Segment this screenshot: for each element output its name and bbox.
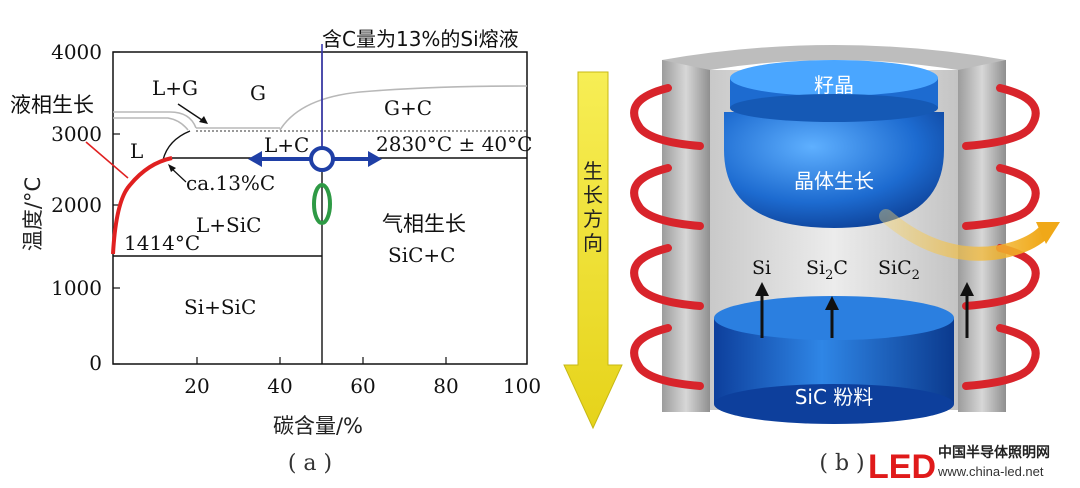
x-axis-ticks bbox=[196, 357, 447, 364]
y-tick-3000: 3000 bbox=[51, 122, 102, 146]
caption-b: ( b ) bbox=[819, 451, 864, 476]
y-tick-4000: 4000 bbox=[51, 40, 102, 64]
gas-boundaries bbox=[113, 85, 528, 131]
crucible-left-wall bbox=[662, 60, 710, 412]
l-g-arrowhead bbox=[199, 116, 208, 124]
x-tick-80: 80 bbox=[433, 374, 458, 398]
crucible-right-wall bbox=[958, 60, 1006, 412]
plot-frame bbox=[112, 51, 528, 365]
direction-char-4: 向 bbox=[583, 231, 603, 255]
phase-l-c: L+C bbox=[264, 133, 309, 157]
watermark-logo: LED bbox=[868, 448, 936, 486]
flow-arrow bbox=[879, 209, 1051, 261]
seed-label: 籽晶 bbox=[814, 73, 854, 97]
crucible-rim bbox=[662, 45, 1006, 70]
arrow-left-head bbox=[248, 151, 262, 167]
direction-char-3: 方 bbox=[583, 207, 603, 231]
phase-g-c: G+C bbox=[384, 96, 432, 120]
peritectic-temp-label: 2830°C ± 40°C bbox=[376, 132, 532, 156]
green-ellipse-marker bbox=[312, 183, 332, 225]
caption-a: ( a ) bbox=[288, 451, 332, 476]
watermark-cn: 中国半导体照明网 bbox=[938, 444, 1050, 461]
phase-g: G bbox=[250, 81, 266, 105]
phase-l-g: L+G bbox=[152, 76, 198, 100]
composition-arrowhead bbox=[168, 164, 176, 172]
melt-point-label: 1414°C bbox=[124, 231, 200, 255]
composition-marker-circle bbox=[309, 146, 335, 172]
flow-arrowhead bbox=[1036, 222, 1060, 244]
crystal-growth-label: 晶体生长 bbox=[794, 169, 874, 193]
growth-furnace: 生 长 方 向 SiC 粉料 籽晶 晶体生长 bbox=[563, 45, 1060, 476]
phase-diagram: 4000 3000 2000 1000 0 20 40 60 80 100 温度… bbox=[10, 27, 541, 476]
liquid-growth-pointer bbox=[85, 141, 129, 179]
x-tick-40: 40 bbox=[267, 374, 292, 398]
x-tick-20: 20 bbox=[184, 374, 209, 398]
liquidus-curve bbox=[111, 156, 173, 255]
watermark-url: www.china-led.net bbox=[937, 464, 1044, 479]
l-g-pointer bbox=[177, 103, 206, 123]
x-axis-title: 碳含量/% bbox=[273, 414, 363, 438]
seed-crystal-bottom bbox=[730, 94, 938, 122]
phase-l-sic: L+SiC bbox=[196, 213, 261, 237]
y-tick-2000: 2000 bbox=[51, 193, 102, 217]
direction-char-2: 长 bbox=[583, 183, 603, 207]
vapor-transport-arrows bbox=[755, 282, 974, 338]
figure-a-title: 含C量为13%的Si熔液 bbox=[322, 27, 519, 51]
phase-vapor-growth: 气相生长 bbox=[382, 212, 466, 236]
powder-label: SiC 粉料 bbox=[795, 385, 874, 409]
y-tick-1000: 1000 bbox=[51, 276, 102, 300]
species-sic2: SiC2 bbox=[878, 257, 920, 283]
watermark: LED 中国半导体照明网 www.china-led.net bbox=[868, 444, 1050, 486]
powder-cylinder-top bbox=[714, 296, 954, 340]
direction-char-1: 生 bbox=[583, 159, 603, 183]
powder-cylinder-bottom bbox=[714, 384, 954, 424]
arrow-right-head bbox=[368, 151, 382, 167]
induction-coils bbox=[630, 84, 1040, 390]
crystal-dome bbox=[724, 112, 944, 228]
composition-label: ca.13%C bbox=[186, 171, 275, 195]
y-axis-title: 温度/°C bbox=[21, 177, 45, 251]
y-tick-0: 0 bbox=[89, 351, 102, 375]
seed-crystal-top bbox=[730, 60, 938, 96]
species-si2c: Si2C bbox=[806, 257, 848, 283]
species-si: Si bbox=[752, 257, 771, 279]
x-tick-60: 60 bbox=[350, 374, 375, 398]
liquid-growth-note: 液相生长 bbox=[10, 93, 94, 117]
growth-direction-arrow bbox=[563, 71, 623, 430]
phase-sic-c: SiC+C bbox=[388, 243, 455, 267]
phase-l: L bbox=[130, 139, 143, 163]
x-tick-100: 100 bbox=[503, 374, 541, 398]
phase-si-sic: Si+SiC bbox=[184, 295, 256, 319]
